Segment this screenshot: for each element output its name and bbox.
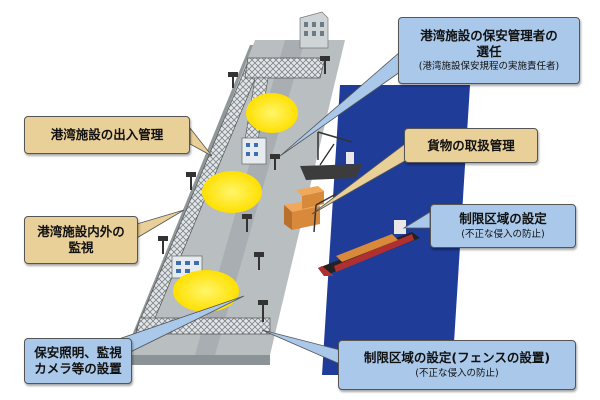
fence-top — [244, 57, 326, 79]
office-building — [299, 11, 329, 49]
callout-security-manager: 港湾施設の保安管理者の 選任 (港湾施設保安規程の実施責任者) — [398, 17, 580, 84]
security-manager-title-2: 選任 — [476, 43, 502, 59]
camera-pole-5 — [320, 56, 330, 74]
quay-front-wall — [124, 355, 270, 365]
callout-cargo-handling: 貨物の取扱管理 — [404, 128, 538, 163]
camera-pole-7 — [186, 172, 196, 190]
leader-access-control — [189, 126, 213, 157]
crane-upper — [317, 131, 353, 160]
callout-lighting-cameras: 保安照明、監視 カメラ等の設置 — [24, 338, 132, 384]
callout-monitoring: 港湾施設内外の 監視 — [24, 216, 138, 264]
fence-title: 制限区域の設定(フェンスの設置) — [363, 350, 551, 366]
light-spot-upper — [246, 93, 298, 133]
callout-access-control: 港湾施設の出入管理 — [24, 116, 190, 154]
container-ship-large — [318, 220, 420, 276]
security-manager-title-1: 港湾施設の保安管理者の — [420, 27, 558, 43]
camera-pole-1 — [270, 154, 280, 170]
light-spot-middle — [202, 171, 262, 213]
restricted-area-note: (不正な侵入の防止) — [461, 228, 545, 240]
fence-note: (不正な侵入の防止) — [415, 367, 499, 379]
callout-fence: 制限区域の設定(フェンスの設置) (不正な侵入の防止) — [338, 340, 576, 390]
camera-pole-6 — [228, 72, 238, 88]
cargo-ship-small — [300, 143, 362, 180]
access-control-title: 港湾施設の出入管理 — [50, 127, 164, 143]
lighting-cameras-title-1: 保安照明、監視 — [34, 345, 122, 361]
crane-lower — [313, 193, 337, 233]
monitoring-title-1: 港湾施設内外の — [37, 224, 125, 240]
light-spot-lower — [173, 270, 239, 312]
camera-pole-4 — [258, 300, 268, 322]
monitoring-title-2: 監視 — [68, 240, 94, 255]
callout-restricted-area: 制限区域の設定 (不正な侵入の防止) — [430, 204, 576, 248]
lighting-cameras-title-2: カメラ等の設置 — [34, 361, 122, 376]
warehouse-1 — [241, 137, 267, 165]
camera-pole-2 — [242, 214, 252, 232]
camera-pole-8 — [158, 236, 168, 254]
cargo-containers — [284, 186, 324, 230]
restricted-area-title: 制限区域の設定 — [459, 211, 547, 227]
cargo-handling-title: 貨物の取扱管理 — [427, 137, 515, 153]
quay-left-wall — [122, 45, 255, 360]
camera-pole-3 — [254, 252, 264, 270]
security-manager-note: (港湾施設保安規程の実施責任者) — [418, 61, 560, 73]
